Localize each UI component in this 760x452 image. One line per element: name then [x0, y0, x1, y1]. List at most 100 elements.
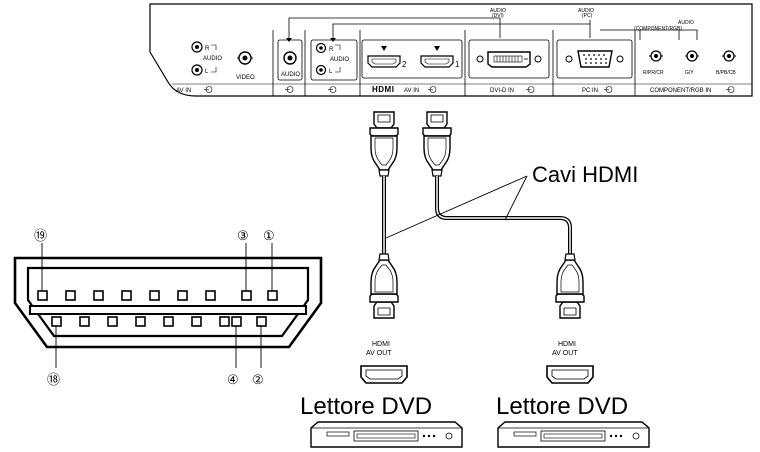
pin-1-label: ①: [263, 228, 275, 243]
jack-frame: [361, 39, 463, 79]
audio-component-label: AUDIO (COMPONENT/RGB): [634, 20, 694, 32]
rca-jack-icon[interactable]: [685, 50, 699, 62]
hdmi-cable-right: [422, 111, 584, 318]
top-pin-row: [37, 290, 278, 301]
av-audio-label: AUDIO: [203, 56, 222, 62]
audio-out-section: AUDIO: [277, 39, 303, 93]
hdmi-logo: HDMI: [372, 85, 394, 94]
bottom-pin-row: [51, 316, 267, 327]
input-arrow-icon: [526, 86, 535, 93]
panel-outline: [149, 3, 753, 97]
audio-dvi-label: AUDIO (DVI): [490, 8, 506, 19]
audio-bus-lines: [288, 17, 698, 40]
device-port-label: AV OUT: [552, 350, 578, 357]
dvd-device-2: HDMI AV OUT Lettore DVD: [496, 341, 650, 448]
hdmi-port-1-number: 1: [455, 60, 460, 69]
rca-jack-icon[interactable]: [315, 42, 327, 54]
port-marker: [434, 46, 440, 51]
pin-4-label: ④: [227, 372, 239, 387]
port-marker: [381, 46, 387, 51]
leader-line: [385, 175, 528, 239]
svg-text:AUDIO: AUDIO: [490, 8, 506, 14]
component-jack-label: G/Y: [685, 70, 694, 76]
av-in-label: AV IN: [176, 88, 191, 94]
jack-frame: [556, 39, 633, 79]
dvi-port-icon[interactable]: [476, 51, 542, 68]
input-arrow-icon: [285, 86, 294, 93]
device-port-label: HDMI: [372, 341, 390, 348]
dvd-player-icon: [310, 421, 463, 448]
cable-wire: [435, 176, 572, 254]
rca-jack-icon[interactable]: [191, 64, 203, 76]
pin-18-label: ⑱: [47, 372, 60, 387]
bracket: [335, 44, 341, 73]
hdmi-port-icon[interactable]: [367, 55, 401, 68]
svg-text:(PC): (PC): [582, 13, 593, 19]
jack-frame: [468, 39, 550, 79]
hdmi-port-icon[interactable]: [420, 55, 454, 68]
vga-port-icon[interactable]: [565, 50, 624, 68]
hdmi-cable-left: [369, 111, 399, 318]
pin-leaders: [41, 243, 273, 368]
component-jack-label: B/PB/CB: [716, 70, 736, 76]
dvi-section: DVI-D IN: [468, 39, 550, 94]
leader-line: [504, 175, 528, 221]
audio-pc-label: AUDIO (PC): [578, 8, 594, 19]
audio-in-section: R L AUDIO: [310, 39, 358, 93]
device-name: Lettore DVD: [496, 393, 628, 420]
hdmi-plug-icon: [422, 111, 452, 177]
dvd-player-icon: [497, 421, 650, 448]
input-arrow-icon: [726, 86, 735, 93]
svg-text:(COMPONENT/RGB): (COMPONENT/RGB): [634, 26, 682, 32]
input-arrow-icon: [428, 86, 437, 93]
hdmi-av-in-label: AV IN: [404, 88, 419, 94]
component-section: R/PR/CR G/Y B/PB/CB COMPONENT/RGB IN: [643, 50, 736, 94]
hdmi-port-2-number: 2: [402, 60, 407, 69]
pin-3-label: ③: [237, 228, 249, 243]
rca-jack-icon[interactable]: [237, 51, 253, 65]
hdmi-port-icon[interactable]: [360, 365, 408, 384]
audio-out-label: AUDIO: [281, 72, 300, 78]
video-label: VIDEO: [236, 75, 255, 81]
rca-jack-icon[interactable]: [722, 50, 736, 62]
jack-r-label: R: [329, 47, 334, 53]
rca-jack-icon[interactable]: [283, 51, 297, 65]
hdmi-section: 2 1 HDMI AV IN: [361, 39, 463, 94]
svg-text:AUDIO: AUDIO: [578, 8, 594, 14]
rca-jack-icon[interactable]: [191, 41, 203, 53]
connector-tongue: [29, 305, 307, 315]
pc-section: PC IN: [556, 39, 633, 94]
connector-shell: [13, 256, 323, 349]
bracket: [211, 44, 217, 73]
cable-label: Cavi HDMI: [532, 162, 638, 187]
av-in-section: R L AUDIO VIDEO AV IN: [176, 41, 255, 94]
pin-19-label: ⑲: [34, 228, 47, 243]
rear-panel: AUDIO (DVI) AUDIO (PC) AUDIO (COMPONENT/…: [149, 3, 753, 97]
device-port-label: AV OUT: [366, 350, 392, 357]
jack-frame: [277, 39, 303, 81]
dvi-in-label: DVI-D IN: [490, 88, 514, 94]
dvd-device-1: HDMI AV OUT Lettore DVD: [300, 341, 463, 448]
hdmi-connector-pinout: ⑲ ③ ① ⑱ ④ ②: [13, 228, 323, 387]
svg-text:AUDIO: AUDIO: [678, 20, 694, 26]
rca-jack-icon[interactable]: [315, 64, 327, 76]
component-in-label: COMPONENT/RGB IN: [650, 88, 711, 94]
audio-in-label: AUDIO: [330, 57, 349, 63]
device-port-label: HDMI: [558, 341, 576, 348]
svg-text:(DVI): (DVI): [492, 13, 504, 19]
cable-callout: Cavi HDMI: [385, 162, 638, 239]
pc-in-label: PC IN: [582, 88, 598, 94]
hdmi-port-icon[interactable]: [546, 365, 594, 384]
rca-jack-icon[interactable]: [649, 50, 663, 62]
jack-frame: [310, 39, 358, 81]
input-arrow-icon: [204, 86, 213, 93]
input-arrow-icon: [604, 86, 613, 93]
device-name: Lettore DVD: [300, 393, 432, 420]
hdmi-plug-icon: [370, 254, 398, 318]
jack-r-label: R: [205, 46, 210, 52]
component-jack-label: R/PR/CR: [643, 70, 664, 76]
hdmi-plug-icon: [369, 111, 399, 177]
jack-l-label: L: [329, 69, 333, 75]
jack-l-label: L: [205, 69, 209, 75]
